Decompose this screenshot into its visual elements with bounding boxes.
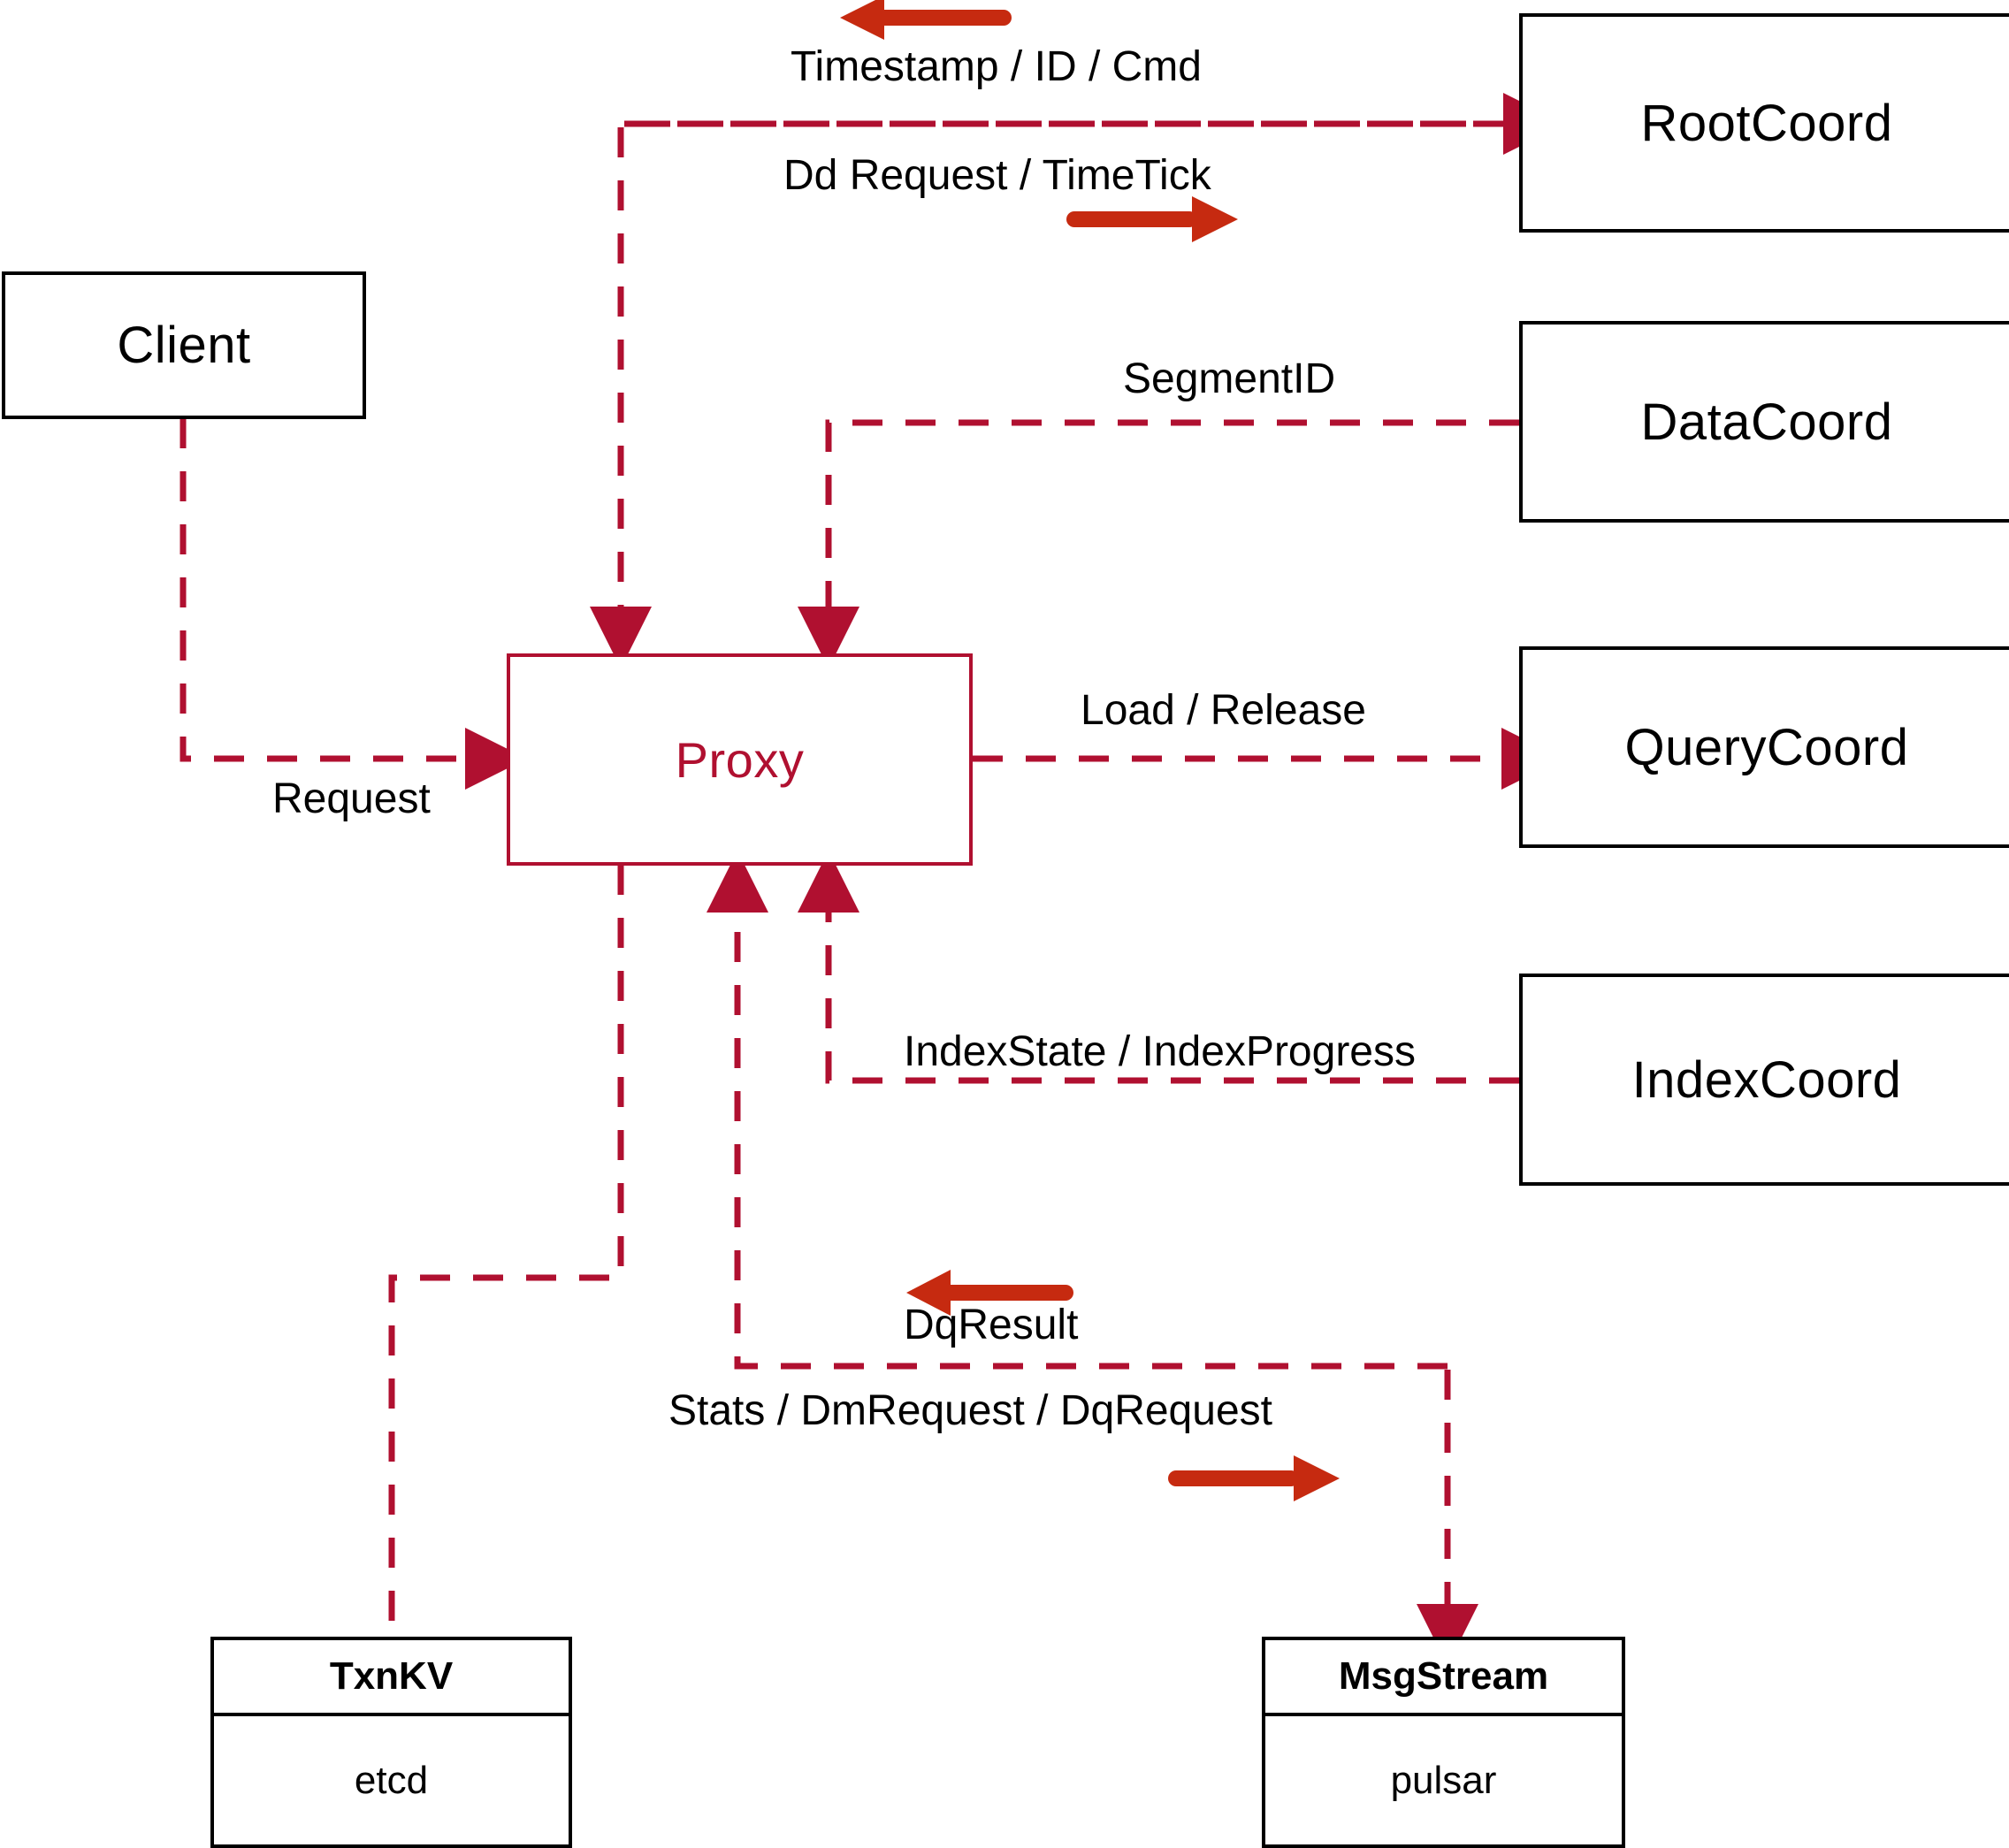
- node-datacoord-label: DataCoord: [1640, 393, 1893, 451]
- node-rootcoord-label: RootCoord: [1640, 94, 1893, 152]
- node-client[interactable]: Client: [2, 271, 366, 419]
- edge-label-request: Request: [272, 775, 431, 822]
- edge-label-dq-result: DqResult: [904, 1302, 1079, 1348]
- accent-arrow-dqresult-head: [906, 1270, 951, 1316]
- edge-proxy-txnkv: [388, 865, 624, 1637]
- node-datacoord[interactable]: DataCoord: [1519, 321, 2009, 523]
- edge-label-timestamp-id-cmd: Timestamp / ID / Cmd: [791, 43, 1202, 90]
- node-txnkv-title: TxnKV: [214, 1640, 569, 1716]
- node-msgstream[interactable]: MsgStream pulsar: [1262, 1637, 1625, 1848]
- node-txnkv-body: etcd: [354, 1758, 429, 1802]
- node-rootcoord[interactable]: RootCoord: [1519, 13, 2009, 233]
- accent-arrow-statsdq-head: [1294, 1455, 1340, 1501]
- edge-label-load-release: Load / Release: [1081, 687, 1366, 734]
- node-msgstream-title: MsgStream: [1265, 1640, 1622, 1716]
- node-querycoord-label: QueryCoord: [1624, 718, 1909, 776]
- edge-timestamp-id-cmd: [590, 120, 1519, 668]
- node-txnkv[interactable]: TxnKV etcd: [210, 1637, 572, 1848]
- edge-label-stats-dm-dq-request: Stats / DmRequest / DqRequest: [668, 1387, 1272, 1434]
- node-client-label: Client: [117, 317, 251, 374]
- edge-label-segment-id: SegmentID: [1123, 355, 1336, 402]
- edge-request: [180, 418, 527, 790]
- node-msgstream-body: pulsar: [1390, 1758, 1497, 1802]
- node-querycoord[interactable]: QueryCoord: [1519, 646, 2009, 848]
- node-indexcoord[interactable]: IndexCoord: [1519, 974, 2009, 1186]
- node-indexcoord-label: IndexCoord: [1631, 1050, 1902, 1109]
- node-proxy[interactable]: Proxy: [507, 653, 973, 866]
- edge-label-dd-request-timetick: Dd Request / TimeTick: [783, 152, 1211, 199]
- accent-arrow-timestamp-head: [840, 0, 884, 40]
- edge-dq-result: [707, 851, 1448, 1370]
- accent-arrow-ddrequest-head: [1192, 196, 1238, 242]
- edge-segment-id: [798, 419, 1519, 668]
- edge-label-index-state-progress: IndexState / IndexProgress: [904, 1028, 1416, 1075]
- node-proxy-label: Proxy: [675, 731, 805, 788]
- edge-index-state-progress: [798, 851, 1519, 1084]
